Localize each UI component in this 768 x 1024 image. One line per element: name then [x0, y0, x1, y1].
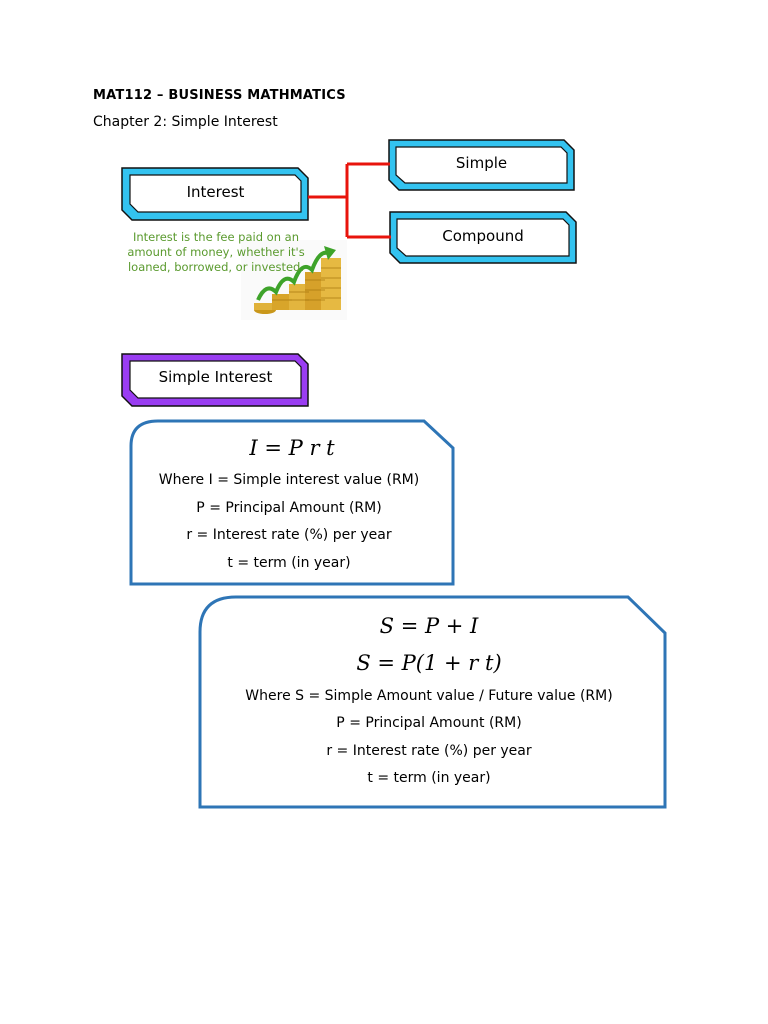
sa-line-2: P = Principal Amount (RM) [336, 715, 522, 731]
formula-s-p-1-rt: S = P(1 + r t) [356, 651, 502, 675]
connector-lines [308, 162, 391, 239]
simple-interest-label-box [121, 353, 309, 407]
interest-box [121, 167, 309, 221]
sa-line-1: Where S = Simple Amount value / Future v… [245, 688, 613, 704]
compound-label: Compound [442, 227, 524, 245]
compound-box [389, 211, 577, 264]
interest-definition: Interest is the fee paid on an amount of… [127, 230, 305, 274]
simple-box [388, 139, 575, 191]
si-line-2: P = Principal Amount (RM) [196, 500, 382, 516]
si-line-3: r = Interest rate (%) per year [186, 527, 392, 543]
coin-growth-image [241, 240, 347, 320]
formula-s-p-plus-i: S = P + I [379, 614, 479, 638]
sa-line-3: r = Interest rate (%) per year [326, 743, 532, 759]
course-title: MAT112 – BUSINESS MATHMATICS [93, 88, 346, 103]
formula-i-prt: I = P r t [249, 436, 335, 460]
interest-label: Interest [186, 183, 245, 201]
simple-interest-label: Simple Interest [158, 368, 273, 386]
si-line-4: t = term (in year) [227, 555, 351, 571]
sa-line-4: t = term (in year) [367, 770, 491, 786]
si-line-1: Where I = Simple interest value (RM) [158, 472, 420, 488]
chapter-title: Chapter 2: Simple Interest [93, 114, 278, 130]
simple-interest-formula-box [129, 419, 455, 586]
simple-label: Simple [455, 154, 508, 172]
simple-amount-formula-box [198, 595, 667, 809]
